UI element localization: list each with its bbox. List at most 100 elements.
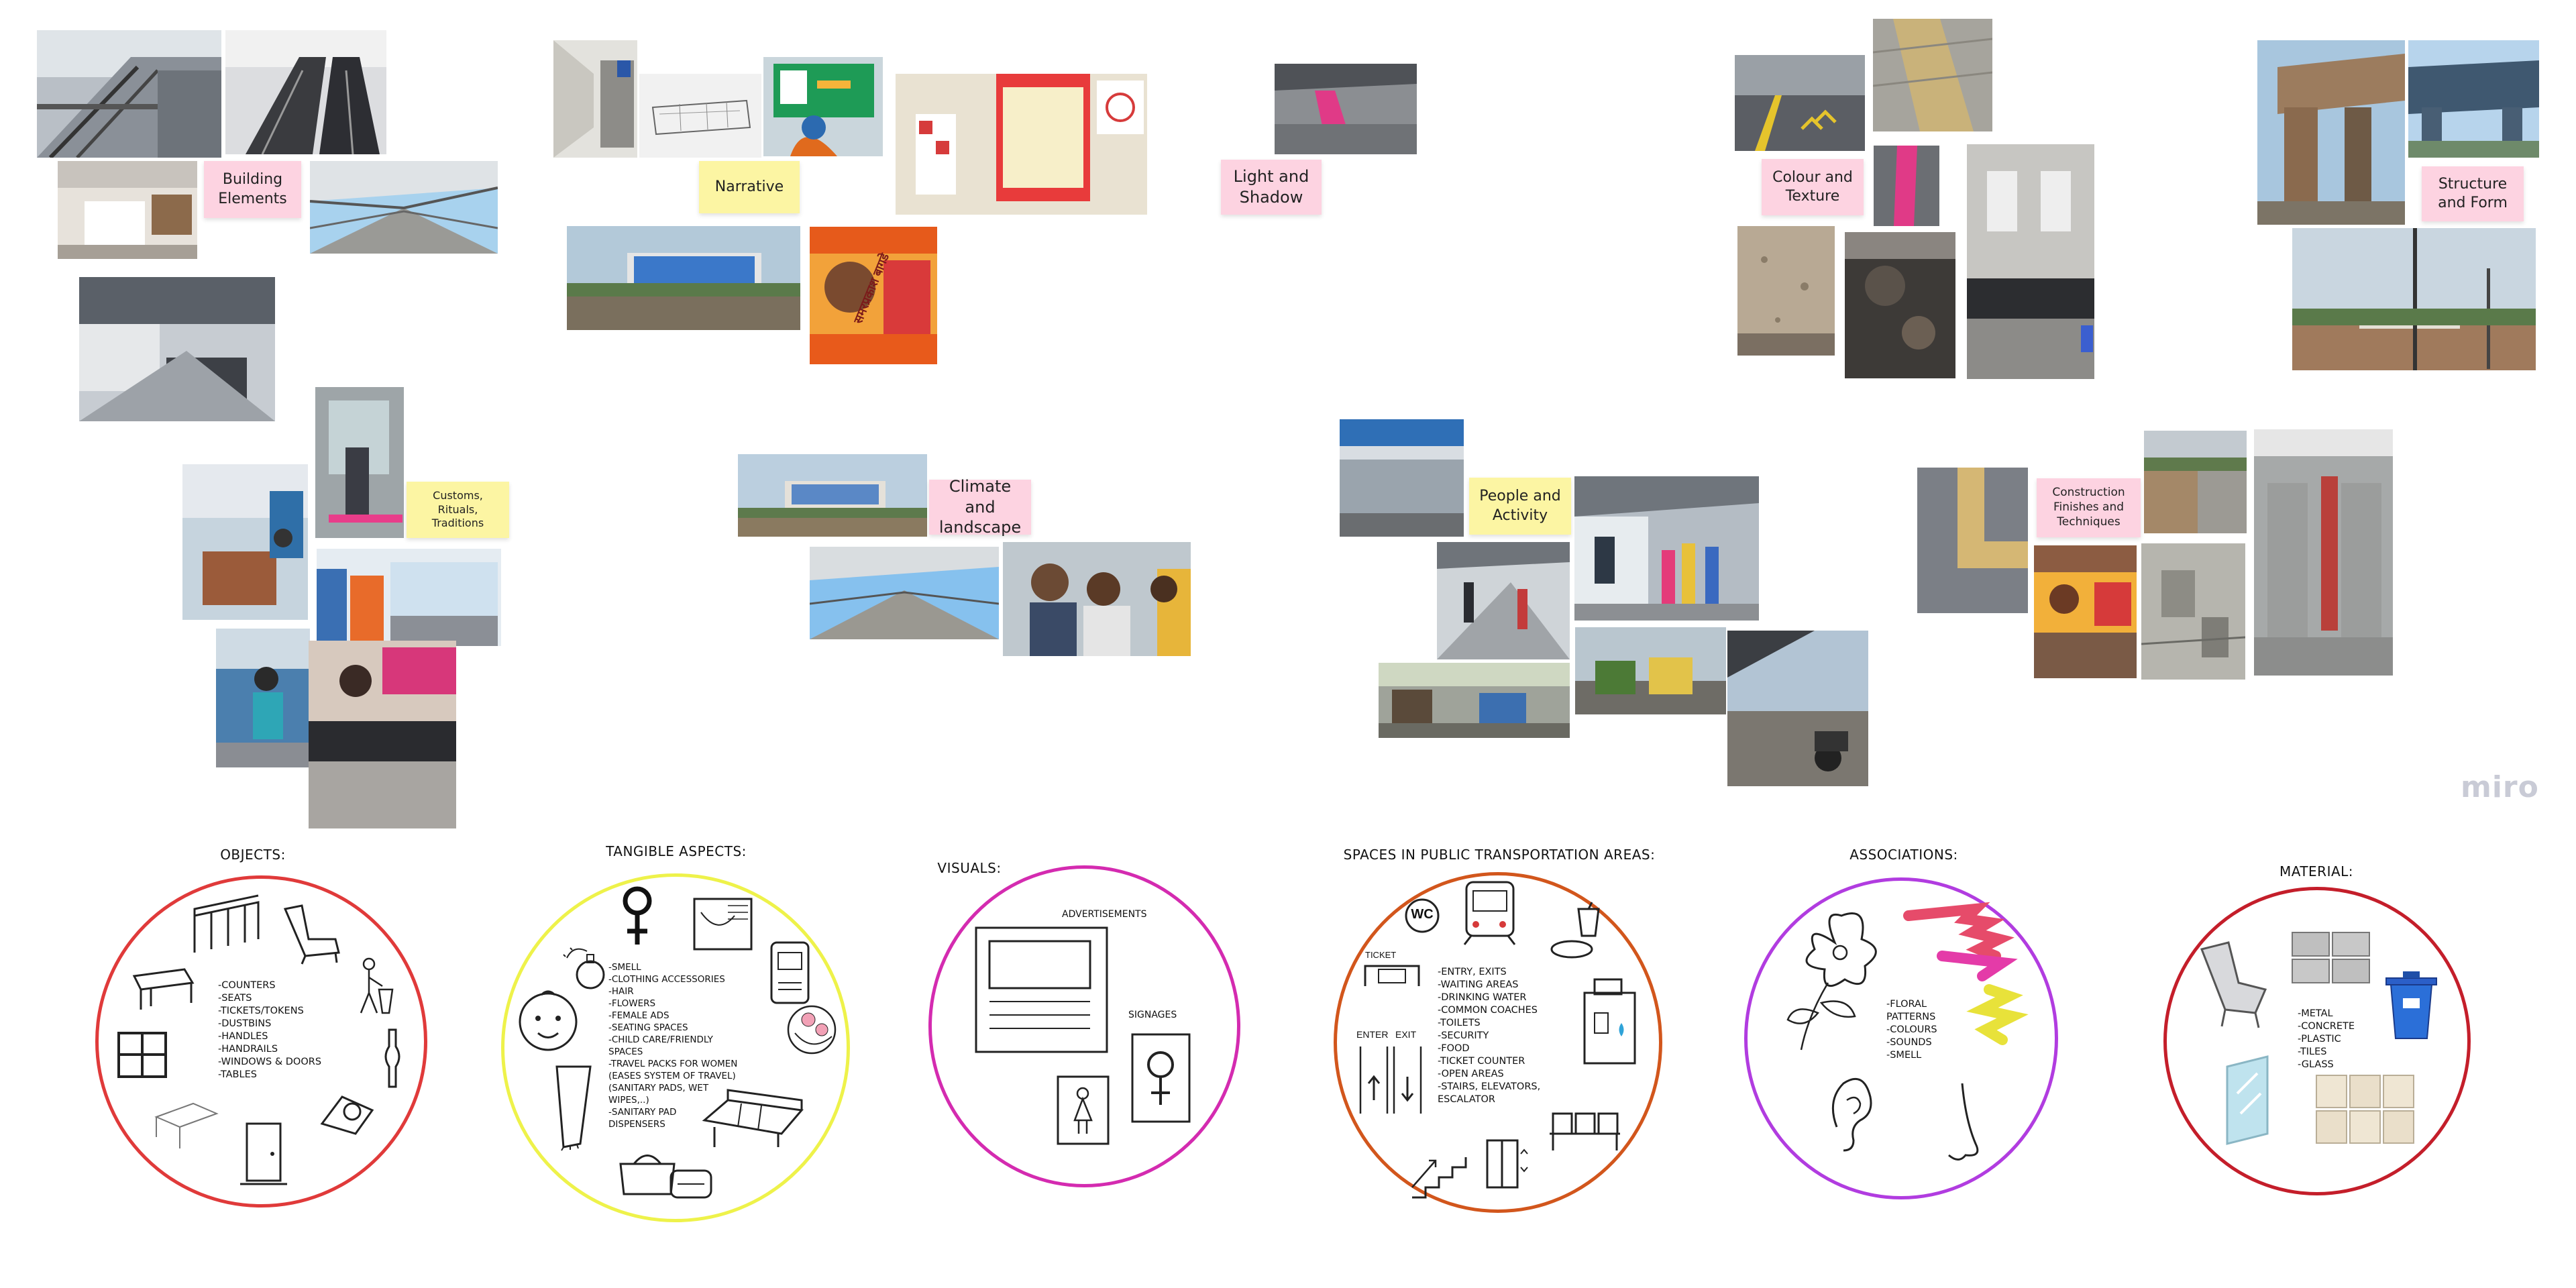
photo-ticket-counter[interactable] (182, 464, 308, 620)
photo-counter-staff[interactable] (309, 641, 456, 828)
visuals-circle[interactable] (928, 865, 1240, 1187)
bench-sketch (701, 1087, 805, 1150)
sticky-colour-texture[interactable]: Colour and Texture (1762, 159, 1864, 215)
associations-circle[interactable] (1744, 877, 2058, 1199)
travel-pack-sketch (667, 1167, 714, 1201)
photo-tactile-yellow[interactable] (1735, 55, 1865, 151)
photo-vendors[interactable] (1379, 663, 1570, 738)
photo-metro-station-ext[interactable] (2408, 40, 2539, 158)
window-sketch (115, 1030, 169, 1080)
photo-peeling-wall[interactable] (2141, 543, 2245, 680)
door-sketch (240, 1120, 287, 1187)
dispenser-sketch (765, 936, 815, 1010)
signages-label: SIGNAGES (1128, 1010, 1177, 1020)
plastic-dustbin-icon (2383, 965, 2440, 1042)
stairs-icon (1409, 1134, 1472, 1201)
enter-exit-icon: ENTER EXIT (1354, 1026, 1428, 1117)
photo-sketch-plan[interactable] (639, 74, 761, 158)
photo-station-entrance[interactable] (1340, 419, 1464, 537)
enter-label: ENTER (1356, 1029, 1389, 1040)
female-symbol-icon (617, 884, 657, 948)
photo-counter-hall[interactable] (58, 161, 197, 259)
tiles-sketch (2313, 1072, 2417, 1147)
photo-skywalk-sunny[interactable] (810, 547, 999, 639)
photo-metro-platform[interactable] (79, 277, 275, 421)
photo-notice-board[interactable] (896, 74, 1147, 215)
photo-kiosk-posters[interactable] (317, 549, 501, 646)
sticky-light-shadow[interactable]: Light and Shadow (1221, 160, 1322, 215)
photo-street-motorbike[interactable] (1727, 631, 1868, 786)
photo-metro-boarding[interactable] (1574, 476, 1759, 621)
handle-sketch (379, 1026, 406, 1090)
objects-title: OBJECTS: (220, 847, 286, 863)
seat-sketch (275, 902, 342, 966)
dustbin-person-sketch (349, 956, 396, 1020)
sticky-construction[interactable]: Construction Finishes and Techniques (2037, 478, 2141, 537)
water-cooler-icon (1578, 976, 1642, 1067)
photo-tactile-tiles[interactable] (1917, 468, 2028, 613)
photo-toilet-doors[interactable] (2254, 429, 2393, 676)
photo-wall-banner[interactable] (2034, 545, 2137, 678)
tangible-circle[interactable] (501, 873, 850, 1222)
perfume-sketch (560, 938, 610, 995)
food-cup-icon (1548, 902, 1605, 963)
concrete-blocks-sketch (2289, 929, 2373, 989)
photo-banner-poster[interactable]: समरप्रकाश बागडे (810, 227, 937, 364)
photo-woman-station[interactable] (216, 629, 310, 767)
photo-shadow-floor[interactable] (1275, 64, 1417, 154)
photo-train-interior[interactable] (315, 387, 404, 538)
photo-skywalk[interactable] (310, 161, 498, 254)
glass-pane-sketch (2220, 1053, 2274, 1147)
associations-title: ASSOCIATIONS: (1849, 847, 1958, 863)
sticky-climate-landscape[interactable]: Climate and landscape (929, 477, 1031, 537)
spaces-list: -ENTRY, EXITS -WAITING AREAS -DRINKING W… (1438, 967, 1541, 1105)
handrail-sketch (191, 894, 262, 956)
sticky-building-elements[interactable]: Building Elements (204, 161, 301, 218)
photo-escalator[interactable] (225, 30, 386, 154)
photo-washroom-basin[interactable] (1967, 144, 2094, 379)
scarf-sketch (550, 1063, 600, 1151)
photo-metro-stairs[interactable] (37, 30, 221, 158)
ear-icon (1823, 1073, 1877, 1154)
spaces-circle[interactable] (1334, 872, 1662, 1213)
material-circle[interactable] (2163, 887, 2471, 1195)
nose-icon (1935, 1080, 1986, 1167)
photo-passengers-masks[interactable] (1003, 542, 1191, 656)
photo-green-sign[interactable] (763, 57, 883, 156)
exit-label: EXIT (1395, 1029, 1417, 1040)
photo-granite-floor[interactable] (1737, 226, 1835, 356)
miro-logo: miro (2461, 770, 2539, 804)
counter-sketch (153, 1100, 220, 1150)
photo-pink-tape[interactable] (1874, 146, 1939, 226)
material-title: MATERIAL: (2279, 863, 2354, 879)
objects-list: -COUNTERS -SEATS -TICKETS/TOKENS -DUSTBI… (218, 980, 322, 1080)
spaces-title: SPACES IN PUBLIC TRANSPORTATION AREAS: (1343, 847, 1656, 863)
female-sign-icon (1129, 1031, 1193, 1125)
elevator-icon (1484, 1137, 1528, 1191)
sticky-narrative[interactable]: Narrative (699, 161, 800, 213)
photo-corridor[interactable] (553, 40, 637, 158)
sticky-people-activity[interactable]: People and Activity (1469, 478, 1571, 535)
female-toilet-sign-icon (1055, 1073, 1112, 1147)
photo-platform-crowd[interactable] (1437, 542, 1570, 659)
photo-elevated-track[interactable] (2257, 40, 2405, 225)
visuals-title: VISUALS: (937, 860, 1002, 876)
photo-billboard-road[interactable] (567, 226, 800, 330)
photo-tactile-paving[interactable] (1873, 19, 1992, 131)
photo-hoarding-landscape[interactable] (738, 454, 927, 537)
associations-list: -FLORAL PATTERNS -COLOURS -SOUNDS -SMELL (1886, 999, 1937, 1061)
sticky-structure-form[interactable]: Structure and Form (2422, 166, 2524, 221)
objects-circle[interactable] (95, 875, 427, 1208)
ticket-counter-icon: TICKET (1362, 946, 1422, 989)
photo-stone-texture[interactable] (1845, 232, 1955, 378)
advertisements-label: ADVERTISEMENTS (1062, 909, 1147, 920)
flower-sketch (1781, 902, 1888, 1057)
metal-chair-sketch (2188, 939, 2272, 1033)
photo-auto-rickshaws[interactable] (1575, 627, 1726, 714)
photo-boundary-wall[interactable] (2144, 431, 2247, 533)
baby-face-sketch (511, 985, 585, 1059)
waiting-chairs-icon (1546, 1107, 1623, 1154)
token-sketch (315, 1083, 379, 1137)
photo-road-pole[interactable] (2292, 228, 2536, 370)
sticky-customs-rituals[interactable]: Customs, Rituals, Traditions (407, 482, 509, 538)
